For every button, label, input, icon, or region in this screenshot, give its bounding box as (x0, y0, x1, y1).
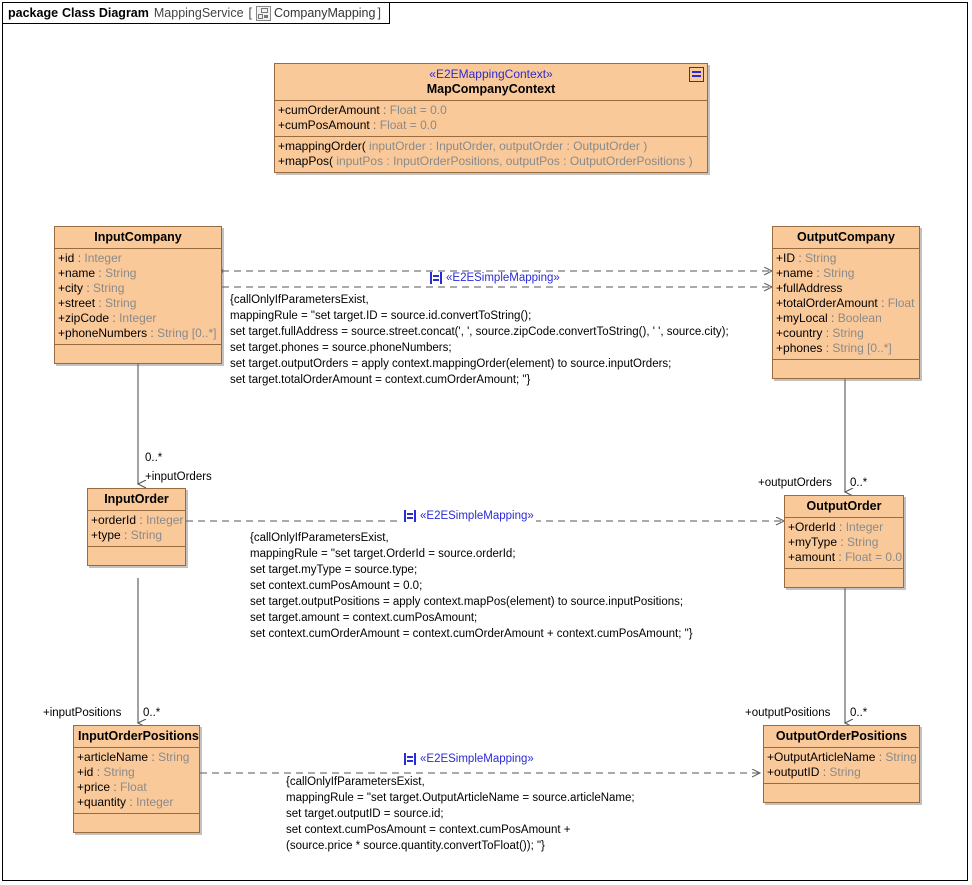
note-lines-icon (689, 67, 704, 82)
mapping-stereotype: «E2ESimpleMapping» (420, 510, 534, 522)
attribute-row: +myType : String (788, 535, 879, 549)
operation-row: +mapPos( inputPos : InputOrderPositions,… (278, 154, 693, 168)
mapping-note-order: {callOnlyIfParametersExist, mappingRule … (250, 532, 693, 640)
class-header: «E2EMappingContext» MapCompanyContext (275, 64, 707, 101)
package-service-name: MappingService (153, 6, 244, 20)
interface-mapping-icon (430, 272, 442, 284)
attribute-row: +OutputArticleName : String (767, 750, 917, 764)
attribute-row: +myLocal : Boolean (776, 311, 882, 325)
class-name: OutputCompany (797, 230, 895, 244)
class-header: OutputOrderPositions (764, 726, 919, 748)
class-stereotype: «E2EMappingContext» (429, 67, 553, 81)
class-input-order[interactable]: InputOrder +orderId : Integer +type : St… (87, 488, 186, 566)
class-map-company-context[interactable]: «E2EMappingContext» MapCompanyContext +c… (274, 63, 708, 173)
package-keyword: package (8, 6, 59, 20)
operations-compartment (764, 784, 919, 802)
attribute-row: +city : String (58, 281, 125, 295)
operations-compartment (88, 547, 185, 565)
class-input-order-positions[interactable]: InputOrderPositions +articleName : Strin… (73, 725, 200, 833)
operations-compartment (74, 814, 199, 832)
class-name: MapCompanyContext (426, 82, 556, 96)
attributes-compartment: +ID : String +name : String +fullAddress… (773, 249, 919, 360)
mapping-stereotype: «E2ESimpleMapping» (420, 753, 534, 765)
mapping-label-positions[interactable]: «E2ESimpleMapping» (402, 753, 536, 765)
class-output-order-positions[interactable]: OutputOrderPositions +OutputArticleName … (763, 725, 920, 803)
class-header: OutputCompany (773, 227, 919, 249)
package-diagram-icon (256, 5, 272, 21)
attribute-row: +phoneNumbers : String [0..*] (58, 326, 217, 340)
attribute-row: +articleName : String (77, 750, 190, 764)
role-output-positions: +outputPositions (745, 707, 831, 719)
operation-row: +mappingOrder( inputOrder : InputOrder, … (278, 139, 648, 153)
role-output-orders: +outputOrders (758, 477, 832, 489)
attributes-compartment: +OrderId : Integer +myType : String +amo… (785, 518, 903, 569)
package-bracket-close: ] (377, 6, 381, 20)
class-header: OutputOrder (785, 496, 903, 518)
attribute-row: +name : String (776, 266, 855, 280)
attribute-row: +quantity : Integer (77, 795, 174, 809)
class-input-company[interactable]: InputCompany +id : Integer +name : Strin… (54, 226, 222, 364)
multiplicity-input-positions: 0..* (143, 707, 161, 719)
attribute-row: +street : String (58, 296, 137, 310)
multiplicity-input-orders: 0..* (145, 452, 163, 464)
attribute-row: +cumOrderAmount : Float = 0.0 (278, 103, 447, 117)
package-kind: Class Diagram (62, 6, 149, 20)
role-input-positions: +inputPositions (43, 707, 122, 719)
attributes-compartment: +cumOrderAmount : Float = 0.0 +cumPosAmo… (275, 101, 707, 137)
attribute-row: +price : Float (77, 780, 147, 794)
attribute-row: +zipCode : Integer (58, 311, 157, 325)
attribute-row: +amount : Float = 0.0 (788, 550, 903, 564)
class-output-order[interactable]: OutputOrder +OrderId : Integer +myType :… (784, 495, 904, 588)
attribute-row: +fullAddress (776, 281, 843, 295)
class-header: InputOrder (88, 489, 185, 511)
attribute-row: +country : String (776, 326, 864, 340)
class-name: InputCompany (94, 230, 182, 244)
class-header: InputOrderPositions (74, 726, 199, 748)
attribute-row: +ID : String (776, 251, 837, 265)
multiplicity-output-orders: 0..* (850, 477, 868, 489)
mapping-note-positions: {callOnlyIfParametersExist, mappingRule … (286, 776, 635, 852)
operations-compartment (773, 360, 919, 378)
attributes-compartment: +articleName : String +id : String +pric… (74, 748, 199, 814)
class-output-company[interactable]: OutputCompany +ID : String +name : Strin… (772, 226, 920, 379)
class-header: InputCompany (55, 227, 221, 249)
attribute-row: +id : String (77, 765, 135, 779)
package-name: CompanyMapping (274, 6, 376, 20)
operations-compartment (55, 345, 221, 363)
package-bracket-open: [ (248, 6, 253, 20)
operations-compartment (785, 569, 903, 587)
operations-compartment: +mappingOrder( inputOrder : InputOrder, … (275, 137, 707, 172)
class-name: InputOrder (104, 492, 169, 506)
role-input-orders: +inputOrders (145, 471, 212, 483)
attribute-row: +totalOrderAmount : Float (776, 296, 915, 310)
interface-mapping-icon (404, 753, 416, 765)
attribute-row: +phones : String [0..*] (776, 341, 892, 355)
attributes-compartment: +id : Integer +name : String +city : Str… (55, 249, 221, 345)
mapping-note-company: {callOnlyIfParametersExist, mappingRule … (230, 294, 729, 386)
attribute-row: +cumPosAmount : Float = 0.0 (278, 118, 437, 132)
attribute-row: +outputID : String (767, 765, 861, 779)
class-name: OutputOrder (806, 499, 882, 513)
attributes-compartment: +orderId : Integer +type : String (88, 511, 185, 547)
attribute-row: +OrderId : Integer (788, 520, 884, 534)
attribute-row: +orderId : Integer (91, 513, 184, 527)
attribute-row: +type : String (91, 528, 163, 542)
class-name: InputOrderPositions (78, 729, 199, 743)
package-header-tab: package Class Diagram MappingService [ C… (2, 2, 390, 24)
attributes-compartment: +OutputArticleName : String +outputID : … (764, 748, 919, 784)
interface-mapping-icon (404, 510, 416, 522)
mapping-label-order[interactable]: «E2ESimpleMapping» (402, 510, 536, 522)
class-name: OutputOrderPositions (775, 729, 908, 743)
attribute-row: +name : String (58, 266, 137, 280)
multiplicity-output-positions: 0..* (850, 707, 868, 719)
attribute-row: +id : Integer (58, 251, 122, 265)
mapping-stereotype: «E2ESimpleMapping» (446, 272, 560, 284)
mapping-label-company[interactable]: «E2ESimpleMapping» (428, 272, 562, 284)
